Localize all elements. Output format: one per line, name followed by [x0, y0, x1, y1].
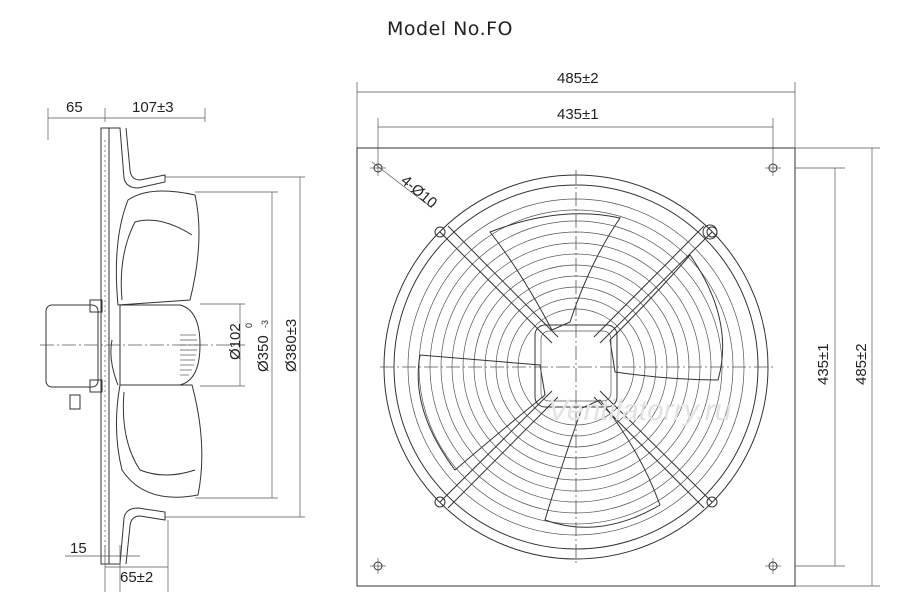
dim-top-left: 65: [66, 99, 83, 116]
dim-blade-tol-lower: -3: [260, 320, 270, 328]
dim-bottom-left: 15: [70, 540, 87, 557]
dim-top-depth: 107±3: [132, 99, 174, 116]
dim-hub: Ø102: [227, 323, 244, 360]
dim-ring: Ø380±3: [283, 319, 300, 372]
dim-blade-main: Ø350: [255, 335, 272, 372]
side-view: 65 107±3: [40, 99, 305, 592]
dim-height-holes: 435±1: [815, 343, 832, 385]
page-title: Model No.FO: [386, 18, 513, 40]
dim-width-holes: 435±1: [557, 106, 599, 123]
dim-height-total: 485±2: [853, 343, 870, 385]
dim-holes: 4-Ø10: [397, 172, 440, 212]
front-view: 485±2 435±1 4-Ø10 435±1 485±2: [356, 70, 880, 587]
dim-blade-tol-upper: 0: [244, 323, 254, 328]
dim-bottom-base: 65±2: [120, 569, 153, 586]
dim-width-total: 485±2: [557, 70, 599, 87]
watermark: Ventilatorry.ru: [548, 394, 732, 427]
